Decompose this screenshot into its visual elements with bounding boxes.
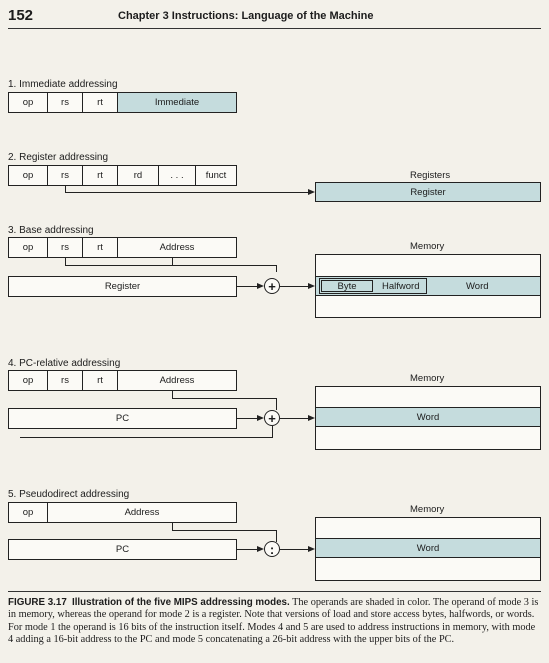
figure-number: FIGURE 3.17 xyxy=(8,597,67,608)
connector xyxy=(237,286,258,287)
field-address: Address xyxy=(117,370,237,391)
connector xyxy=(280,286,308,287)
arrow-head xyxy=(308,189,315,195)
memory-word: Word xyxy=(315,538,541,558)
field-rs: rs xyxy=(47,165,83,186)
arrow-head xyxy=(257,283,264,289)
field-op: op xyxy=(8,370,48,391)
caption-rule xyxy=(8,591,541,592)
page-number: 152 xyxy=(8,7,34,24)
connector xyxy=(65,192,308,193)
connector xyxy=(276,530,277,542)
arrow-head xyxy=(257,415,264,421)
figure-title: Illustration of the five MIPS addressing… xyxy=(71,597,290,608)
field-rs: rs xyxy=(47,92,83,113)
field-immediate: Immediate xyxy=(117,92,237,113)
memory-label: Memory xyxy=(410,504,445,515)
field-op: op xyxy=(8,502,48,523)
field-address: Address xyxy=(47,502,237,523)
field-rt: rt xyxy=(82,237,118,258)
chapter-title: Chapter 3 Instructions: Language of the … xyxy=(118,10,374,22)
arrow-head xyxy=(308,546,315,552)
connector xyxy=(276,265,277,272)
field-address: Address xyxy=(117,237,237,258)
figure-text: The operands are shaded in color. The op… xyxy=(8,597,539,645)
memory-byte: Byte xyxy=(321,280,373,292)
connector xyxy=(280,549,308,550)
concat-icon: : xyxy=(264,541,280,557)
connector xyxy=(276,398,277,410)
field-rt: rt xyxy=(82,370,118,391)
figure-caption: FIGURE 3.17 Illustration of the five MIP… xyxy=(8,597,541,646)
connector xyxy=(172,258,173,266)
adder-icon: + xyxy=(264,278,280,294)
memory-label: Memory xyxy=(410,373,445,384)
connector xyxy=(172,523,173,531)
connector xyxy=(172,391,173,399)
section-title-register: 2. Register addressing xyxy=(8,152,109,163)
memory-label: Memory xyxy=(410,241,445,252)
section-title-immediate: 1. Immediate addressing xyxy=(8,79,118,90)
header-rule xyxy=(8,28,541,29)
connector xyxy=(65,186,66,193)
arrow-head xyxy=(308,283,315,289)
connector xyxy=(280,418,308,419)
connector xyxy=(272,426,273,438)
connector xyxy=(65,258,66,266)
pc-register: PC xyxy=(8,539,237,560)
field-rd: rd xyxy=(117,165,159,186)
field-op: op xyxy=(8,237,48,258)
field-op: op xyxy=(8,165,48,186)
section-title-pc-relative: 4. PC-relative addressing xyxy=(8,358,121,369)
arrow-head xyxy=(308,415,315,421)
base-register: Register xyxy=(8,276,237,297)
connector xyxy=(172,398,277,399)
adder-icon: + xyxy=(264,410,280,426)
field-op: op xyxy=(8,92,48,113)
connector xyxy=(237,418,258,419)
section-title-pseudodirect: 5. Pseudodirect addressing xyxy=(8,489,130,500)
section-title-base: 3. Base addressing xyxy=(8,225,94,236)
field-rs: rs xyxy=(47,370,83,391)
registers-label: Registers xyxy=(410,170,451,181)
word-label: Word xyxy=(466,280,489,292)
field-funct: funct xyxy=(195,165,237,186)
field-rt: rt xyxy=(82,92,118,113)
field-rt: rt xyxy=(82,165,118,186)
field-ellipsis: . . . xyxy=(158,165,196,186)
connector xyxy=(65,265,277,266)
pc-register: PC xyxy=(8,408,237,429)
arrow-head xyxy=(257,546,264,552)
connector xyxy=(237,549,258,550)
halfword-label: Halfword xyxy=(382,280,420,292)
connector xyxy=(172,530,277,531)
memory-word: Word xyxy=(315,407,541,427)
register-cell: Register xyxy=(315,182,541,202)
connector xyxy=(20,437,273,438)
field-rs: rs xyxy=(47,237,83,258)
